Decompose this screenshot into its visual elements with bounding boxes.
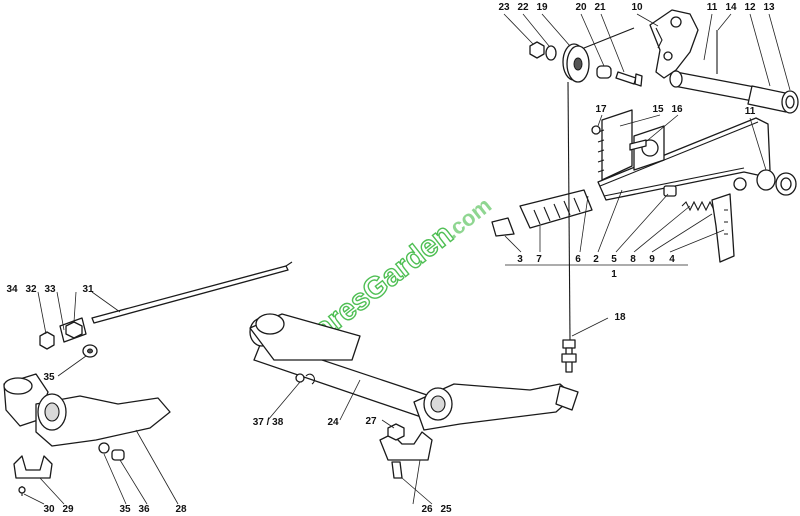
callout-5: 5 [611, 254, 617, 265]
callout-2: 2 [593, 254, 599, 265]
callout-26: 26 [421, 504, 433, 515]
callout-labels: 1 2 3 4 5 6 7 8 9 10 11 11 12 13 14 15 1… [6, 2, 775, 515]
pedal-28 [3, 373, 171, 496]
callout-24: 24 [327, 417, 339, 428]
cross-shaft-24 [249, 313, 579, 431]
shaft-11-14 [669, 30, 799, 114]
callout-11-mid: 11 [745, 106, 756, 117]
callout-16: 16 [671, 104, 683, 115]
callout-28: 28 [175, 504, 187, 515]
callout-21: 21 [594, 2, 606, 13]
rod-31 [39, 261, 293, 358]
callout-1: 1 [611, 269, 617, 280]
spacer-bolt-20-21 [596, 65, 643, 87]
callout-6: 6 [575, 254, 581, 265]
lever-arm-2 [597, 117, 797, 201]
callout-36: 36 [138, 504, 150, 515]
bracket-10 [649, 9, 699, 79]
callout-3: 3 [517, 254, 523, 265]
cable-18 [561, 81, 577, 373]
callout-13: 13 [763, 2, 775, 13]
callout-35-upper: 35 [43, 372, 55, 383]
callout-30: 30 [43, 504, 55, 515]
callout-32: 32 [25, 284, 37, 295]
callout-14: 14 [725, 2, 737, 13]
handle-grip-7 [491, 189, 593, 237]
callout-29: 29 [62, 504, 74, 515]
callout-25: 25 [440, 504, 452, 515]
callout-23: 23 [498, 2, 510, 13]
callout-19: 19 [536, 2, 548, 13]
callout-27: 27 [365, 416, 377, 427]
leader-lines [23, 13, 791, 505]
callout-31: 31 [82, 284, 94, 295]
callout-7: 7 [536, 254, 542, 265]
callout-22: 22 [517, 2, 529, 13]
callout-4: 4 [669, 254, 675, 265]
callout-11-top: 11 [707, 2, 718, 13]
callout-8: 8 [630, 254, 636, 265]
callout-15: 15 [652, 104, 664, 115]
callout-18: 18 [614, 312, 626, 323]
pulley [562, 27, 635, 83]
nut-washer-22-23 [529, 41, 557, 61]
callout-33: 33 [44, 284, 56, 295]
callout-20: 20 [575, 2, 587, 13]
callout-35-lower: 35 [119, 504, 131, 515]
clamp-25-27 [295, 373, 433, 479]
callout-34: 34 [6, 284, 18, 295]
callout-9: 9 [649, 254, 655, 265]
watermark-domain: .com [440, 192, 496, 243]
callout-10: 10 [631, 2, 643, 13]
bracket-4 [711, 177, 747, 263]
upper-assembly [491, 9, 799, 266]
quadrant-plate-15 [591, 109, 665, 181]
callout-37-38: 37 / 38 [253, 417, 284, 428]
callout-12: 12 [744, 2, 756, 13]
callout-17: 17 [595, 104, 607, 115]
